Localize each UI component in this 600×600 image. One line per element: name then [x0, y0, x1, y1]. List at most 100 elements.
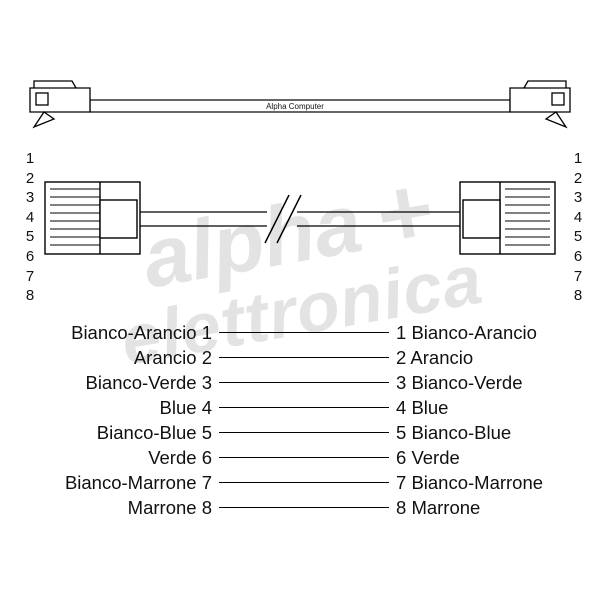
cable-run: [140, 194, 460, 244]
pin-number-right-6: 6: [574, 248, 582, 265]
wire-label-left: Blue 4: [12, 397, 212, 419]
wire-pin-left: 6: [201, 446, 212, 468]
wire-label-left: Arancio 2: [12, 347, 212, 369]
wire-pin-left: 7: [201, 471, 212, 493]
cable-label: Alpha Computer: [266, 102, 324, 111]
wire-label-right: 4 Blue: [396, 397, 588, 419]
wire-color-left: Bianco-Blue: [96, 421, 197, 443]
connector-latch: [462, 199, 501, 239]
pin-numbers-left: 1 2 3 4 5 6 7 8: [26, 150, 34, 304]
wire-color-left: Marrone: [127, 496, 197, 518]
wire-color-right: Verde: [411, 446, 460, 468]
wire-label-right: 1 Bianco-Arancio: [396, 322, 588, 344]
rj45-top-view-right-icon: [459, 181, 556, 255]
wire-pin-right: 5: [396, 421, 407, 443]
pin-number-right-2: 2: [574, 170, 582, 187]
wiring-row: Blue 4 4 Blue: [12, 395, 588, 420]
rj45-top-view-left-icon: [44, 181, 141, 255]
wire-label-left: Bianco-Arancio 1: [12, 322, 212, 344]
rj45-plug-side-left-icon: [29, 80, 91, 129]
pin-number-left-7: 7: [26, 268, 34, 285]
pin-number-left-4: 4: [26, 209, 34, 226]
plug-latch: [33, 80, 77, 89]
wire-pin-left: 3: [201, 371, 212, 393]
wiring-row: Verde 6 6 Verde: [12, 445, 588, 470]
pin-number-right-1: 1: [574, 150, 582, 167]
plug-contact-detail: [551, 92, 565, 106]
wire-label-right: 5 Bianco-Blue: [396, 422, 588, 444]
plug-clip: [544, 111, 568, 129]
wiring-table: Bianco-Arancio 1 1 Bianco-Arancio Aranci…: [12, 320, 588, 520]
wire-line: [219, 357, 389, 358]
wire-pin-right: 2: [396, 346, 407, 368]
wire-pin-right: 1: [396, 321, 407, 343]
wire-color-right: Bianco-Verde: [411, 371, 523, 393]
wire-color-left: Bianco-Verde: [85, 371, 197, 393]
wire-label-left: Bianco-Blue 5: [12, 422, 212, 444]
wire-color-right: Arancio: [410, 346, 474, 368]
pin-number-right-5: 5: [574, 228, 582, 245]
wire-label-right: 2 Arancio: [396, 347, 588, 369]
plug-latch: [523, 80, 567, 89]
wire-label-right: 6 Verde: [396, 447, 588, 469]
wire-pin-left: 4: [201, 396, 212, 418]
pin-number-left-2: 2: [26, 170, 34, 187]
wire-color-left: Bianco-Marrone: [64, 471, 197, 493]
cable-assembly-top: Alpha Computer: [29, 80, 571, 129]
wire-line: [219, 482, 389, 483]
wire-label-left: Marrone 8: [12, 497, 212, 519]
connector-pins: [50, 188, 100, 246]
wire-pin-right: 3: [396, 371, 407, 393]
wiring-row: Bianco-Marrone 7 7 Bianco-Marrone: [12, 470, 588, 495]
wire-pin-left: 2: [201, 346, 212, 368]
wire-color-left: Bianco-Arancio: [71, 321, 197, 343]
wire-color-right: Bianco-Marrone: [411, 471, 544, 493]
plug-clip: [32, 111, 56, 129]
wire-pin-left: 5: [201, 421, 212, 443]
wire-label-left: Bianco-Verde 3: [12, 372, 212, 394]
wire-color-right: Marrone: [411, 496, 481, 518]
wire-color-right: Bianco-Blue: [411, 421, 512, 443]
wire-line: [219, 382, 389, 383]
pin-number-left-3: 3: [26, 189, 34, 206]
wire-color-left: Arancio: [133, 346, 197, 368]
wire-pin-left: 1: [201, 321, 212, 343]
cable-break-icon: [264, 194, 302, 244]
connector-pins: [505, 188, 550, 246]
wiring-row: Arancio 2 2 Arancio: [12, 345, 588, 370]
wire-pin-right: 8: [396, 496, 407, 518]
pin-number-left-1: 1: [26, 150, 34, 167]
wire-line: [219, 457, 389, 458]
wire-label-right: 8 Marrone: [396, 497, 588, 519]
wire-pin-left: 8: [201, 496, 212, 518]
wire-pin-right: 6: [396, 446, 407, 468]
pin-number-right-4: 4: [574, 209, 582, 226]
wiring-row: Marrone 8 8 Marrone: [12, 495, 588, 520]
connector-body: [459, 181, 556, 255]
wire-label-left: Verde 6: [12, 447, 212, 469]
plug-contact-detail: [35, 92, 49, 106]
wire-color-right: Bianco-Arancio: [411, 321, 537, 343]
pin-number-right-7: 7: [574, 268, 582, 285]
pin-number-left-5: 5: [26, 228, 34, 245]
wire-label-left: Bianco-Marrone 7: [12, 472, 212, 494]
pin-number-right-8: 8: [574, 287, 582, 304]
pin-number-right-3: 3: [574, 189, 582, 206]
wire-line: [219, 507, 389, 508]
pin-numbers-right: 1 2 3 4 5 6 7 8: [574, 150, 582, 304]
wire-line: [219, 432, 389, 433]
wire-label-right: 3 Bianco-Verde: [396, 372, 588, 394]
pin-number-left-6: 6: [26, 248, 34, 265]
wire-color-left: Verde: [148, 446, 197, 468]
connector-latch: [99, 199, 138, 239]
wire-pin-right: 7: [396, 471, 407, 493]
wiring-row: Bianco-Verde 3 3 Bianco-Verde: [12, 370, 588, 395]
wire-color-left: Blue: [159, 396, 197, 418]
pin-number-left-8: 8: [26, 287, 34, 304]
wire-line: [219, 332, 389, 333]
wiring-row: Bianco-Arancio 1 1 Bianco-Arancio: [12, 320, 588, 345]
wire-label-right: 7 Bianco-Marrone: [396, 472, 588, 494]
wiring-row: Bianco-Blue 5 5 Bianco-Blue: [12, 420, 588, 445]
wire-pin-right: 4: [396, 396, 407, 418]
